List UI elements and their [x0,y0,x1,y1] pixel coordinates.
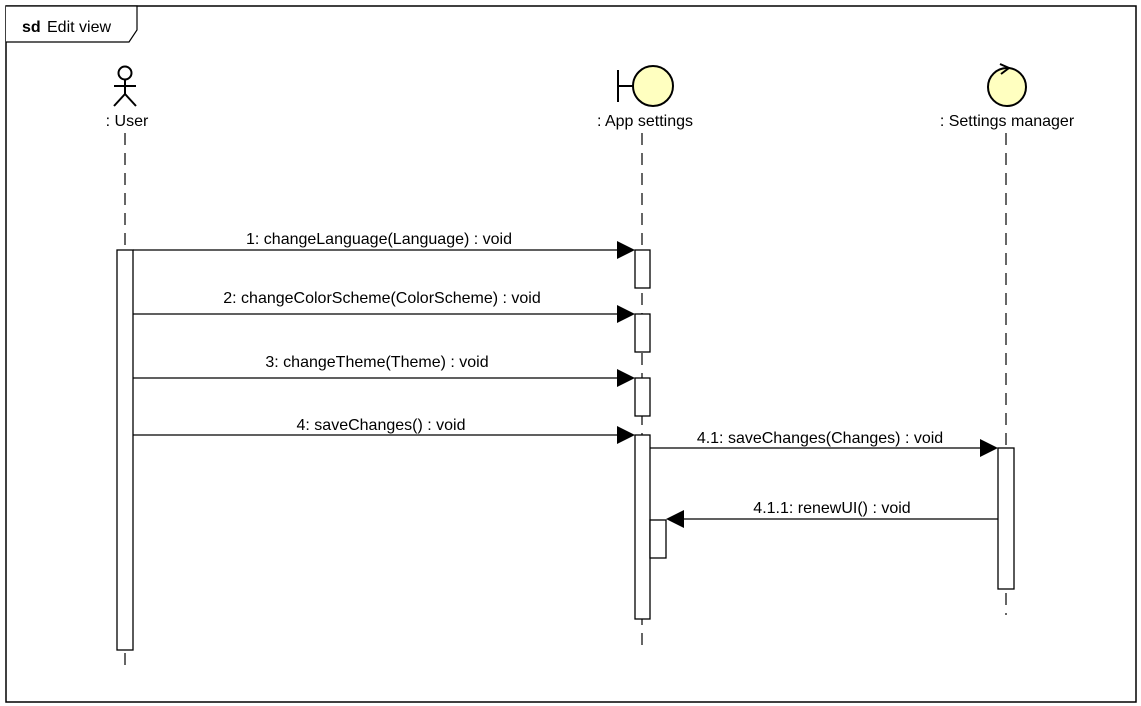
message-label: 3: changeTheme(Theme) : void [265,354,488,371]
message-3: 3: changeTheme(Theme) : void [133,354,635,387]
arrowhead-icon [666,510,684,528]
diagram-frame [5,5,1137,703]
activation-settings-manager [997,447,1015,590]
message-label: 4.1.1: renewUI() : void [753,500,910,517]
participant-label-user: : User [106,113,149,130]
message-label: 1: changeLanguage(Language) : void [246,231,512,248]
activation-app-3 [634,377,651,417]
frame-name: Edit view [47,19,111,36]
message-4-1: 4.1: saveChanges(Changes) : void [650,430,998,457]
frame-tab [6,5,138,43]
message-label: 2: changeColorScheme(ColorScheme) : void [223,290,540,307]
activation-user [116,249,134,651]
message-2: 2: changeColorScheme(ColorScheme) : void [133,290,635,323]
message-label: 4: saveChanges() : void [297,417,466,434]
arrowhead-icon [617,241,635,259]
activation-app-1 [634,249,651,289]
participant-app-settings: : App settings [597,65,693,645]
frame-keyword: sd [22,19,41,36]
participant-label-settings-manager: : Settings manager [940,113,1075,130]
message-4: 4: saveChanges() : void [133,417,635,444]
boundary-icon [617,65,674,107]
arrowhead-icon [617,305,635,323]
actor-icon [113,65,137,107]
arrowhead-icon [617,369,635,387]
activation-app-4 [634,434,651,620]
arrowhead-icon [617,426,635,444]
message-1: 1: changeLanguage(Language) : void [133,231,635,259]
control-icon [987,63,1027,107]
message-label: 4.1: saveChanges(Changes) : void [697,430,943,447]
message-4-1-1: 4.1.1: renewUI() : void [666,500,998,528]
participant-label-app-settings: : App settings [597,113,693,130]
arrowhead-icon [980,439,998,457]
activation-app-2 [634,313,651,353]
activation-app-nested [649,519,667,559]
